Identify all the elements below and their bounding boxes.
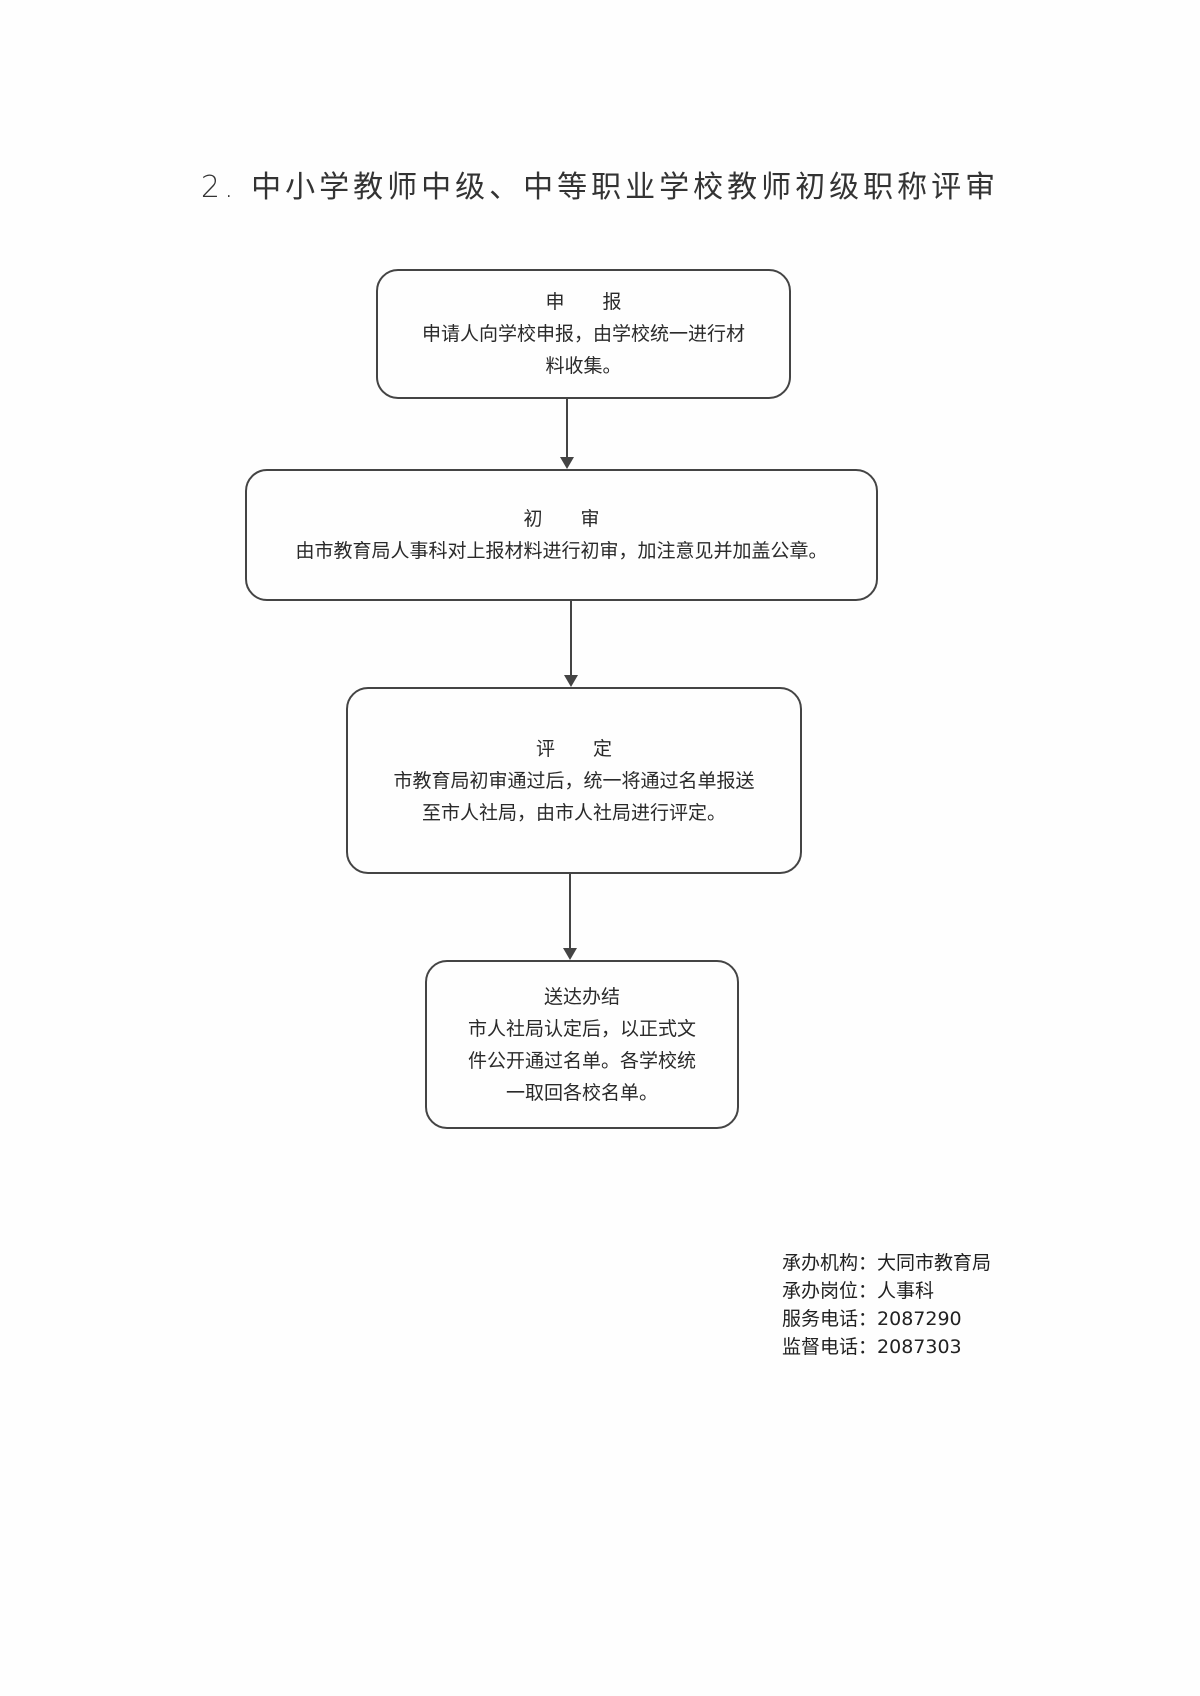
step-description: 由市教育局人事科对上报材料进行初审，加注意见并加盖公章。 [277, 535, 845, 567]
contact-org: 承办机构：大同市教育局 [782, 1249, 991, 1277]
contact-value: 人事科 [877, 1280, 935, 1302]
contact-supervision-phone: 监督电话：2087303 [782, 1333, 991, 1361]
step-delivery: 送达办结 市人社局认定后，以正式文 件公开通过名单。各学校统 一取回各校名单。 [425, 960, 739, 1129]
arrow-down-icon [564, 601, 578, 687]
contact-label: 服务电话： [782, 1308, 878, 1330]
step-preliminary-review: 初 审 由市教育局人事科对上报材料进行初审，加注意见并加盖公章。 [245, 469, 878, 601]
contact-info: 承办机构：大同市教育局 承办岗位：人事科 服务电话：2087290 监督电话：2… [782, 1249, 991, 1361]
step-heading: 送达办结 [543, 985, 620, 1008]
step-evaluation: 评 定 市教育局初审通过后，统一将通过名单报送 至市人社局，由市人社局进行评定。 [346, 687, 802, 874]
page-title: 2. 中小学教师中级、中等职业学校教师初级职称评审 [200, 170, 1000, 205]
step-line: 件公开通过名单。各学校统 [467, 1049, 696, 1072]
step-description: 市教育局初审通过后，统一将通过名单报送 至市人社局，由市人社局进行评定。 [375, 765, 772, 829]
step-line: 申请人向学校申报，由学校统一进行材 [421, 323, 745, 345]
contact-label: 承办机构： [782, 1252, 878, 1274]
step-heading: 评 定 [535, 737, 612, 760]
contact-label: 监督电话： [782, 1336, 878, 1358]
step-description: 申请人向学校申报，由学校统一进行材 料收集。 [404, 318, 763, 382]
arrow-down-icon [563, 874, 577, 960]
contact-service-phone: 服务电话：2087290 [782, 1305, 991, 1333]
contact-post: 承办岗位：人事科 [782, 1277, 991, 1305]
step-line: 至市人社局，由市人社局进行评定。 [421, 801, 726, 824]
contact-value: 大同市教育局 [877, 1252, 992, 1274]
step-line: 市人社局认定后，以正式文 [467, 1017, 696, 1040]
step-apply: 申 报 申请人向学校申报，由学校统一进行材 料收集。 [376, 269, 791, 399]
step-line: 料收集。 [545, 355, 622, 377]
step-line: 市教育局初审通过后，统一将通过名单报送 [393, 769, 755, 792]
contact-value: 2087303 [877, 1336, 962, 1358]
step-heading: 初 审 [523, 508, 600, 530]
contact-value: 2087290 [877, 1308, 962, 1330]
step-heading: 申 报 [545, 291, 622, 313]
step-line: 一取回各校名单。 [505, 1081, 658, 1104]
step-description: 市人社局认定后，以正式文 件公开通过名单。各学校统 一取回各校名单。 [450, 1013, 714, 1109]
arrow-down-icon [560, 399, 574, 469]
contact-label: 承办岗位： [782, 1280, 878, 1302]
step-line: 由市教育局人事科对上报材料进行初审，加注意见并加盖公章。 [295, 540, 828, 562]
